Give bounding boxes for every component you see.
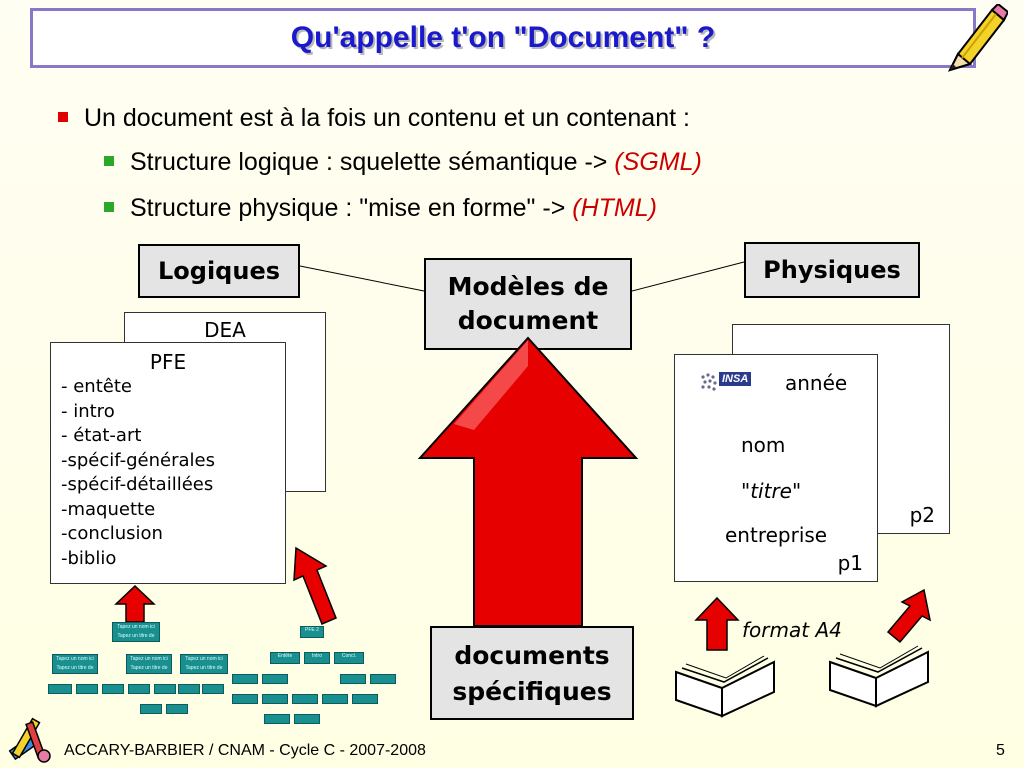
- modeles-box: Modèles de document: [424, 258, 632, 350]
- field-annee: année: [785, 371, 848, 395]
- org-leaf: [48, 684, 72, 694]
- school-supplies-icon: [8, 717, 51, 763]
- org-leaf: [128, 684, 150, 694]
- org-node: Tapez un nom ici Tapez un titre de fonct…: [180, 654, 228, 674]
- small-up-arrow: [114, 584, 156, 623]
- open-book-icon: [675, 655, 775, 718]
- documents-specifiques-box: documents spécifiques: [430, 626, 634, 720]
- page-p1: INSA année nom "titre" entreprise p1: [674, 354, 878, 582]
- org-node: Concl.: [334, 652, 364, 664]
- org-chart-right: PFE 2 Entête Intro Concl.: [230, 624, 410, 728]
- page-number-p1: p1: [837, 551, 863, 575]
- org-leaf: [102, 684, 124, 694]
- format-a4-label: format A4: [742, 618, 842, 642]
- org-leaf: [292, 694, 318, 704]
- org-leaf: [178, 684, 200, 694]
- page-number-p2: p2: [909, 503, 935, 527]
- open-book-icon-2: [829, 645, 929, 708]
- org-leaf: [154, 684, 176, 694]
- footer-text: ACCARY-BARBIER / CNAM - Cycle C - 2007-2…: [64, 742, 426, 759]
- list-item: -conclusion: [61, 523, 163, 544]
- slanted-up-arrow: [293, 546, 337, 625]
- bullet-sub-1: Structure logique : squelette sémantique…: [104, 148, 702, 177]
- org-leaf: [264, 714, 290, 724]
- org-node: Tapez un nom ici Tapez un titre de fonct…: [126, 654, 172, 674]
- list-item: -spécif-générales: [61, 449, 215, 471]
- bullet-square-icon: [58, 112, 68, 123]
- bullet-square-icon: [104, 156, 114, 167]
- list-item: -biblio: [61, 547, 117, 569]
- page-number: 5: [996, 742, 1005, 759]
- org-leaf: [322, 694, 348, 704]
- field-nom: nom: [741, 433, 786, 457]
- bullet-sub-2: Structure physique : "mise en forme" -> …: [104, 194, 657, 223]
- org-chart-left: Tapez un nom ici Tapez un titre de fonct…: [44, 620, 244, 720]
- org-leaf: [340, 674, 366, 684]
- pencil-icon: [948, 4, 1008, 72]
- org-leaf: [352, 694, 378, 704]
- logiques-label: Logiques: [138, 244, 300, 298]
- insa-dots-icon: [701, 373, 717, 391]
- org-leaf: [202, 684, 224, 694]
- org-leaf: [232, 674, 258, 684]
- list-item: - entête: [61, 376, 132, 397]
- big-up-arrow: [417, 336, 639, 627]
- slanted-arrow-right: [886, 588, 932, 644]
- org-leaf: [140, 704, 162, 714]
- title-box: [30, 8, 976, 68]
- org-leaf: [166, 704, 188, 714]
- org-node: Entête: [270, 652, 300, 664]
- field-entreprise: entreprise: [725, 523, 828, 547]
- list-item: - état-art: [61, 425, 142, 446]
- org-node: Intro: [304, 652, 330, 664]
- list-item: - intro: [61, 400, 115, 422]
- org-leaf: [370, 674, 396, 684]
- org-node: Tapez un nom ici Tapez un titre de fonct…: [52, 654, 98, 674]
- org-leaf: [232, 694, 258, 704]
- pfe-page: PFE - entête - intro - état-art -spécif-…: [50, 342, 286, 584]
- dea-title: DEA: [204, 318, 246, 342]
- up-arrow-left: [694, 596, 740, 651]
- org-leaf: [294, 714, 320, 724]
- org-leaf: [76, 684, 98, 694]
- pfe-title: PFE: [149, 350, 187, 374]
- list-item: -maquette: [61, 498, 156, 520]
- bullet-main: Un document est à la fois un contenu et …: [58, 104, 690, 133]
- org-node: Tapez un nom ici Tapez un titre de fonct…: [112, 622, 160, 642]
- field-titre: "titre": [741, 479, 802, 503]
- list-item: -spécif-détaillées: [61, 474, 214, 495]
- physiques-label: Physiques: [744, 242, 920, 298]
- pfe-outline-list: - entête - intro - état-art -spécif-géné…: [61, 375, 285, 571]
- insa-logo: INSA: [699, 369, 759, 395]
- org-leaf: [262, 694, 288, 704]
- slide-title: Qu'appelle t'on "Document" ?: [290, 21, 716, 54]
- org-leaf: [262, 674, 288, 684]
- org-node: PFE 2: [300, 626, 324, 638]
- bullet-square-icon: [104, 202, 114, 213]
